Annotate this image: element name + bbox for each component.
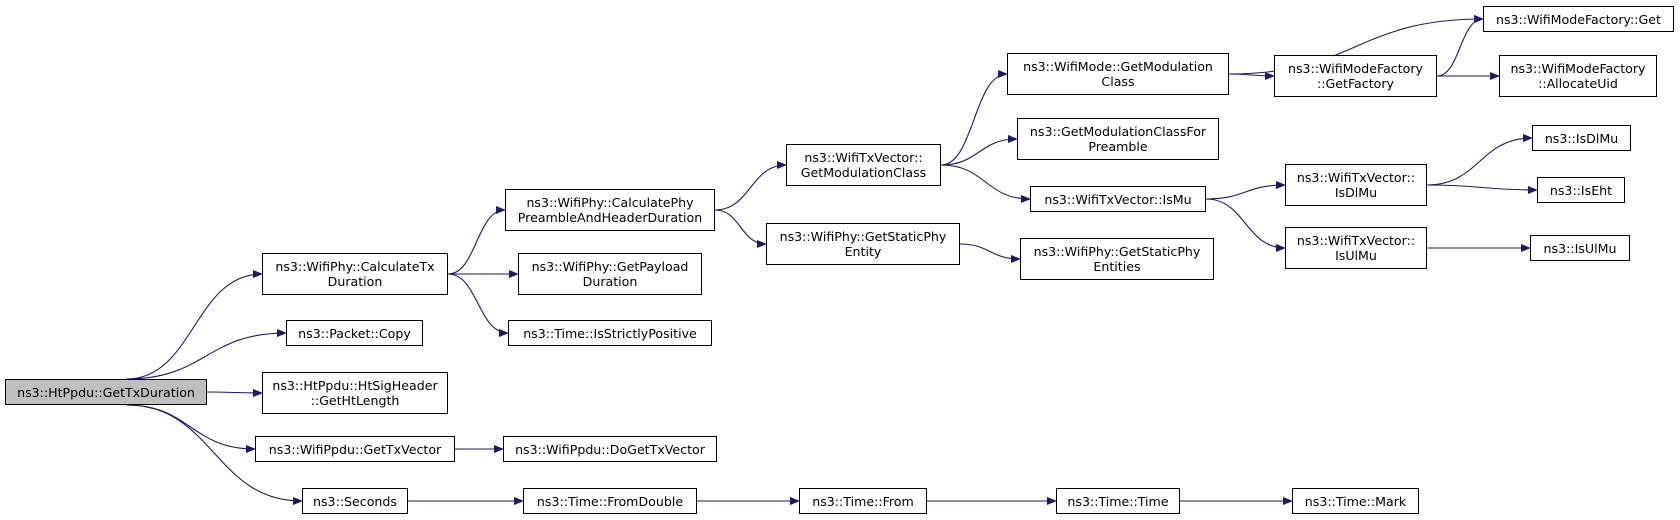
call-edge-factory_getfactory-to-factory_get (1436, 15, 1484, 77)
node-label-line: ns3::WifiPhy::GetPayload (531, 259, 689, 274)
node-label-line: ns3::WifiPhy::CalculateTx (275, 259, 435, 274)
node-allocateuid[interactable]: ns3::WifiModeFactory::AllocateUid (1499, 55, 1657, 97)
call-edge-gettxduration-to-packetcopy (126, 329, 287, 380)
node-label-line: Entity (844, 244, 882, 259)
node-label-line: ns3::WifiPhy::GetStaticPhy (1033, 244, 1201, 259)
node-label-line: ns3::Time::Time (1067, 493, 1169, 509)
call-edge-ismu-to-txv_isulmu (1205, 198, 1286, 252)
node-gettxduration: ns3::HtPpdu::GetTxDuration (5, 379, 207, 405)
node-packetcopy[interactable]: ns3::Packet::Copy (286, 320, 423, 346)
node-label-line: ns3::HtPpdu::GetTxDuration (17, 384, 195, 400)
node-label-line: ns3::WifiTxVector::IsMu (1044, 191, 1192, 207)
node-timefrom[interactable]: ns3::Time::From (799, 488, 927, 514)
node-label-line: ns3::WifiPpdu::GetTxVector (268, 441, 442, 457)
node-label-line: ns3::Packet::Copy (298, 325, 411, 341)
node-ismu[interactable]: ns3::WifiTxVector::IsMu (1030, 186, 1206, 212)
node-label-line: PreambleAndHeaderDuration (517, 210, 703, 225)
node-label-line: ::AllocateUid (1538, 76, 1618, 91)
node-label-line: ns3::WifiTxVector:: (804, 150, 923, 165)
node-label-line: ns3::WifiModeFactory (1288, 61, 1423, 76)
node-label-line: ::GetHtLength (310, 393, 400, 408)
node-label-line: GetModulationClass (800, 165, 927, 180)
node-dogettxvector[interactable]: ns3::WifiPpdu::DoGetTxVector (503, 436, 717, 462)
node-label-line: ns3::WifiTxVector:: (1296, 233, 1416, 248)
node-label-line: ns3::WifiMode::GetModulation (1023, 59, 1213, 74)
node-label-line: Class (1101, 74, 1135, 89)
node-gethtlength[interactable]: ns3::HtPpdu::HtSigHeader::GetHtLength (262, 372, 448, 414)
node-txv-getmodclass[interactable]: ns3::WifiTxVector::GetModulationClass (786, 144, 941, 186)
node-label-line: ns3::WifiModeFactory::Get (1496, 11, 1661, 27)
node-label-line: ns3::IsDlMu (1544, 130, 1619, 146)
node-label-line: ns3::IsUlMu (1543, 240, 1617, 256)
call-edge-gettxduration-to-calculatetxduration (126, 270, 263, 380)
node-label-line: ns3::GetModulationClassFor (1029, 124, 1207, 139)
node-label-line: ns3::HtPpdu::HtSigHeader (272, 378, 438, 393)
node-label-line: ns3::WifiPhy::CalculatePhy (526, 195, 694, 210)
node-txv-isulmu[interactable]: ns3::WifiTxVector::IsUlMu (1285, 227, 1427, 269)
node-label-line: ns3::WifiPpdu::DoGetTxVector (515, 441, 705, 457)
call-edge-calculatetxduration-to-calcpreamble (447, 206, 506, 275)
node-timemark[interactable]: ns3::Time::Mark (1292, 488, 1419, 514)
call-edge-getstaticphyentity-to-getstaticphyentities (959, 243, 1021, 263)
node-label-line: ns3::WifiTxVector:: (1296, 170, 1416, 185)
call-edge-txv_isdlmu-to-isdlmu (1426, 134, 1533, 186)
call-edge-txv_isdlmu-to-iseht (1426, 184, 1538, 194)
node-factory-getfactory[interactable]: ns3::WifiModeFactory::GetFactory (1274, 55, 1437, 97)
node-label-line: ns3::WifiPhy::GetStaticPhy (779, 229, 947, 244)
node-label-line: IsDlMu (1334, 185, 1378, 200)
node-timetime[interactable]: ns3::Time::Time (1056, 488, 1180, 514)
node-label-line: Duration (582, 274, 638, 289)
call-edge-txv_getmodclass-to-getmodclassforpreamble (940, 135, 1018, 166)
node-isstrictlypositive[interactable]: ns3::Time::IsStrictlyPositive (508, 320, 712, 346)
node-seconds[interactable]: ns3::Seconds (302, 488, 408, 514)
call-edge-calcpreamble-to-txv_getmodclass (714, 161, 787, 211)
node-label-line: ns3::Seconds (313, 493, 397, 509)
node-txv-isdlmu[interactable]: ns3::WifiTxVector::IsDlMu (1285, 164, 1427, 206)
node-label-line: ::GetFactory (1317, 76, 1394, 91)
node-isdlmu[interactable]: ns3::IsDlMu (1532, 125, 1631, 151)
call-edge-wifimode_getmodclass-to-factory_getfactory (1228, 71, 1275, 80)
node-factory-get[interactable]: ns3::WifiModeFactory::Get (1483, 6, 1674, 32)
call-edge-calculatetxduration-to-isstrictlypositive (447, 273, 509, 337)
node-label-line: Preamble (1088, 139, 1148, 154)
node-fromdouble[interactable]: ns3::Time::FromDouble (523, 488, 697, 514)
node-label-line: ns3::Time::Mark (1304, 493, 1407, 509)
node-label-line: ns3::Time::From (812, 493, 914, 509)
node-label-line: Entities (1093, 259, 1141, 274)
node-iseht[interactable]: ns3::IsEht (1537, 177, 1625, 203)
call-edge-calcpreamble-to-getstaticphyentity (714, 209, 767, 248)
call-edge-txv_getmodclass-to-ismu (940, 164, 1031, 203)
call-edge-ismu-to-txv_isdlmu (1205, 181, 1286, 200)
node-label-line: ns3::IsEht (1549, 182, 1613, 198)
call-edge-gettxduration-to-gettxvector (126, 404, 256, 453)
node-label-line: ns3::WifiModeFactory (1510, 61, 1646, 76)
node-gettxvector[interactable]: ns3::WifiPpdu::GetTxVector (255, 436, 455, 462)
call-edge-gettxduration-to-gethtlength (206, 388, 263, 397)
node-label-line: ns3::Time::IsStrictlyPositive (523, 325, 697, 341)
node-label-line: IsUlMu (1335, 248, 1377, 263)
call-edge-txv_getmodclass-to-wifimode_getmodclass (940, 70, 1008, 166)
node-label-line: ns3::Time::FromDouble (536, 493, 684, 509)
node-isulmu[interactable]: ns3::IsUlMu (1530, 235, 1630, 261)
call-edge-wifimode_getmodclass-to-factory_get (1228, 15, 1484, 75)
call-edge-gettxduration-to-seconds (126, 404, 303, 505)
node-label-line: Duration (327, 274, 383, 289)
